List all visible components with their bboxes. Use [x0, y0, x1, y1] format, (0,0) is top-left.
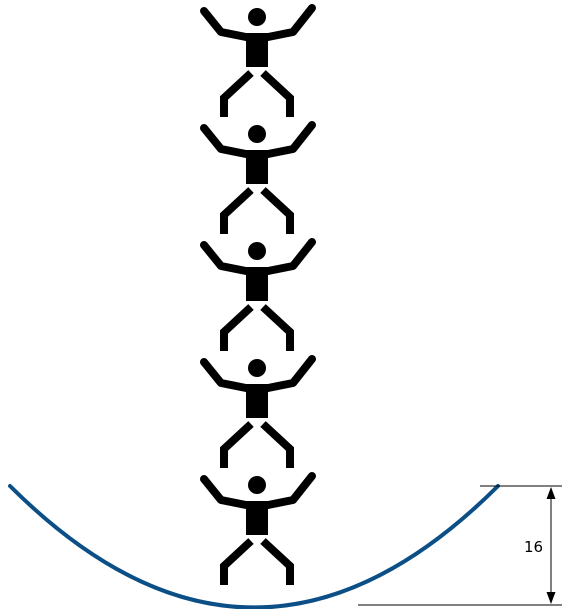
acrobat-right-arm	[264, 355, 316, 392]
bowl-arc	[8, 484, 500, 609]
acrobat-left-leg	[220, 304, 254, 351]
acrobat-right-arm	[264, 238, 316, 275]
acrobat-head	[248, 359, 266, 377]
acrobat-left-leg	[220, 187, 254, 234]
acrobat-right-arm	[264, 472, 316, 509]
acrobat-left-arm	[200, 241, 250, 275]
acrobat-right-leg	[260, 304, 294, 351]
acrobat-left-arm	[200, 358, 250, 392]
acrobat-left-leg	[220, 421, 254, 468]
acrobat-head	[248, 242, 266, 260]
acrobat-figure	[200, 472, 316, 585]
acrobat-right-leg	[260, 70, 294, 117]
dimension-arrow-down	[546, 592, 556, 604]
acrobat-right-arm	[264, 121, 316, 158]
acrobat-head	[248, 8, 266, 26]
acrobat-right-leg	[260, 187, 294, 234]
acrobat-figure	[200, 121, 316, 234]
acrobat-torso	[246, 150, 268, 184]
acrobat-torso	[246, 33, 268, 67]
acrobat-figure	[200, 355, 316, 468]
acrobat-head	[248, 125, 266, 143]
acrobat-head	[248, 476, 266, 494]
acrobat-left-leg	[220, 70, 254, 117]
acrobat-torso	[246, 267, 268, 301]
acrobat-figure	[200, 4, 316, 117]
acrobat-right-arm	[264, 4, 316, 41]
dimension-arrow-up	[546, 487, 556, 499]
acrobat-left-arm	[200, 475, 250, 509]
height-dimension: 16	[358, 485, 562, 606]
acrobat-stack	[200, 4, 316, 585]
acrobat-right-leg	[260, 538, 294, 585]
acrobat-torso	[246, 501, 268, 535]
dimension-label: 16	[524, 538, 543, 556]
acrobat-right-leg	[260, 421, 294, 468]
acrobat-left-arm	[200, 7, 250, 41]
acrobat-left-leg	[220, 538, 254, 585]
acrobat-left-arm	[200, 124, 250, 158]
acrobat-figure	[200, 238, 316, 351]
acrobat-torso	[246, 384, 268, 418]
